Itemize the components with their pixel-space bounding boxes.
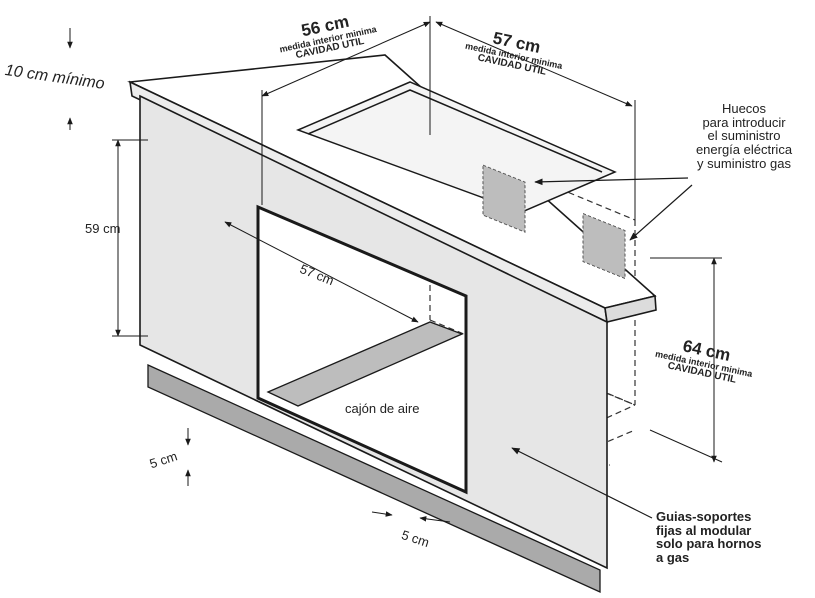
air-drawer-label: cajón de aire: [345, 401, 420, 416]
supply-hole-2: [582, 212, 626, 280]
plinth: [147, 363, 601, 594]
guides-note: Guias-soportes fijas al modular solo par…: [656, 509, 762, 565]
holes-note: Huecos para introducir el suministro ene…: [695, 101, 793, 171]
leader-arrows: [511, 177, 693, 519]
dimension-lines: [67, 16, 723, 523]
air-drawer-bar: [266, 321, 464, 407]
supply-hole-1: [482, 164, 526, 233]
height-59-label: 59 cm: [85, 221, 121, 236]
